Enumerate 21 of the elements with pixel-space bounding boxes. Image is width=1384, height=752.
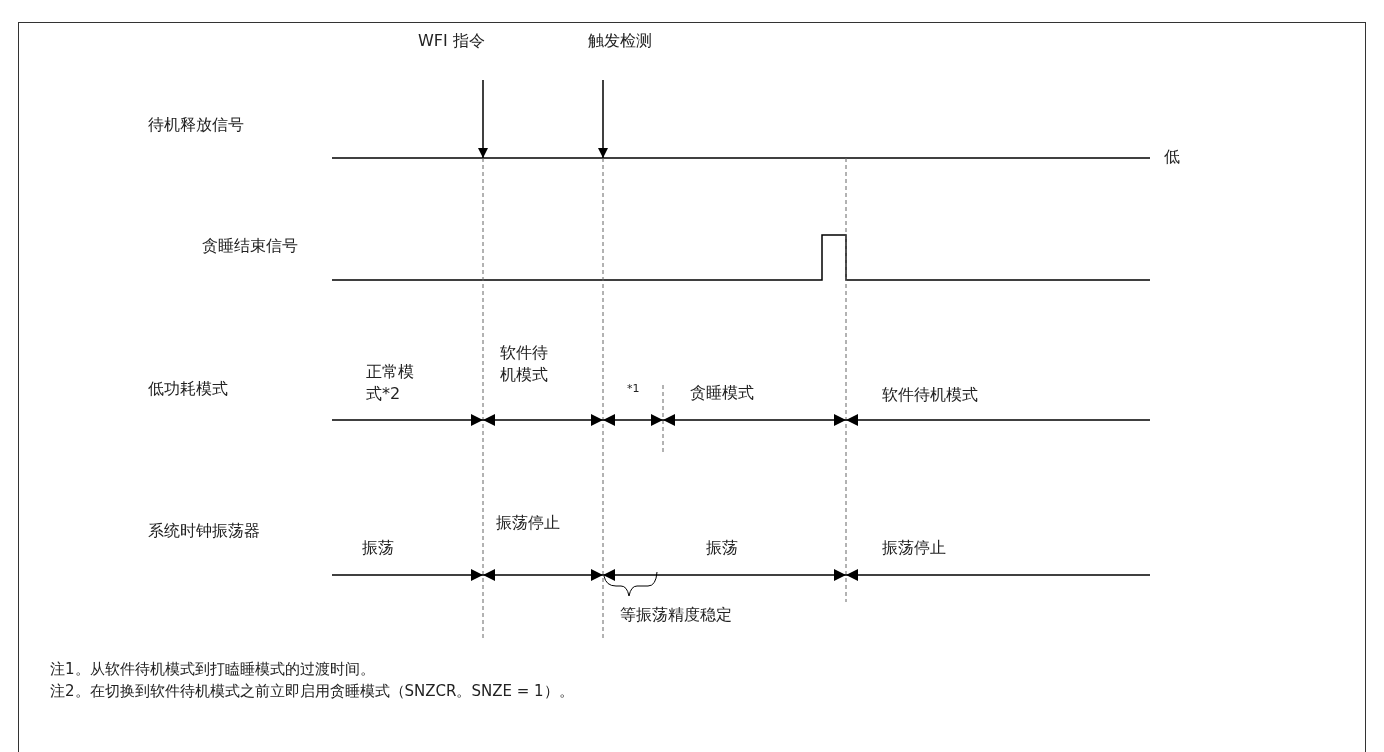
signal-name: 贪睡结束信号 xyxy=(202,235,299,257)
arrow xyxy=(598,79,608,159)
event-label: WFI 指令 xyxy=(418,30,485,52)
row-name: 低功耗模式 xyxy=(148,378,228,400)
state-label: 振荡 xyxy=(706,537,738,559)
signal-level: 低 xyxy=(1164,146,1180,168)
mode-label: 软件待机模式 xyxy=(882,384,978,406)
mode-label: 正常模式*2 xyxy=(366,361,415,405)
state-label: 振荡停止 xyxy=(496,512,560,534)
footnote-mark: *1 xyxy=(627,382,640,397)
footnote-text: 注1。从软件待机模式到打瞌睡模式的过渡时间。 xyxy=(50,659,375,680)
mode-label: 软件待机模式 xyxy=(500,342,549,386)
state-label: 振荡停止 xyxy=(882,537,946,559)
footnote-text: 注2。在切换到软件待机模式之前立即启用贪睡模式（SNZCR。SNZE = 1）。 xyxy=(50,681,574,702)
arrow xyxy=(478,79,488,159)
state-label: 振荡 xyxy=(362,537,394,559)
signal-name: 待机释放信号 xyxy=(148,114,244,136)
row-name: 系统时钟振荡器 xyxy=(148,520,260,542)
mode-label: 贪睡模式 xyxy=(690,382,754,404)
event-label: 触发检测 xyxy=(588,30,652,52)
note-text: 等振荡精度稳定 xyxy=(620,604,732,626)
